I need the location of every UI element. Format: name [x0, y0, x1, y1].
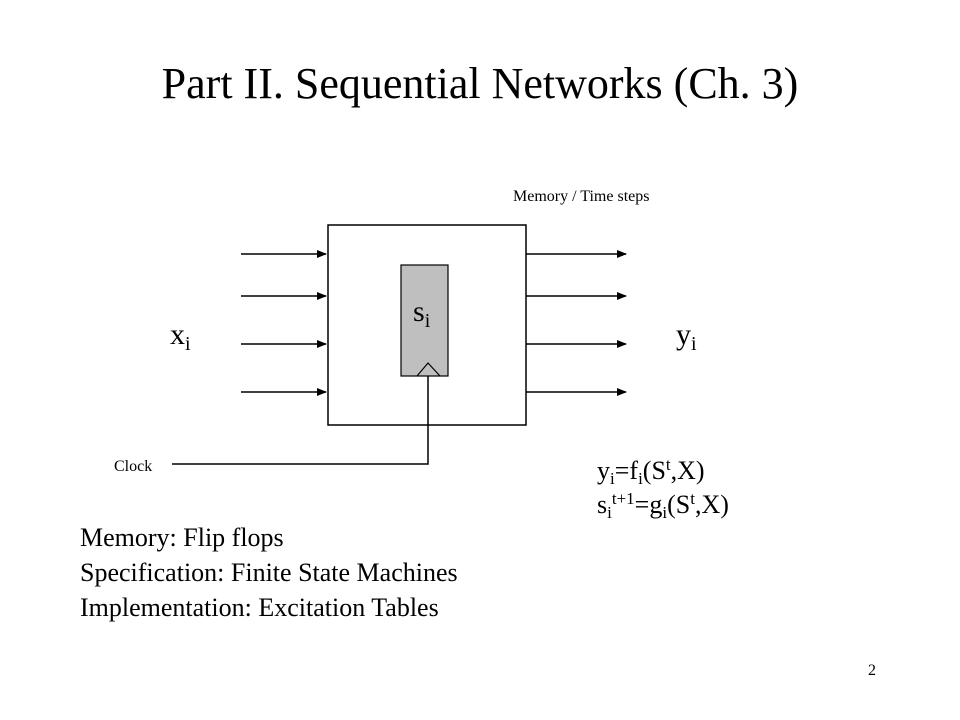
slide-title: Part II. Sequential Networks (Ch. 3) — [161, 59, 799, 108]
next-state-equation: sit+1=gi(St,X) — [597, 489, 729, 522]
clock-line — [172, 376, 429, 465]
state-variable-label: si — [413, 295, 431, 332]
summary-list: Memory: Flip flops Specification: Finite… — [80, 520, 458, 625]
summary-item-memory: Memory: Flip flops — [80, 523, 284, 552]
summary-item-implementation: Implementation: Excitation Tables — [80, 593, 439, 622]
memory-time-steps-label: Memory / Time steps — [513, 188, 650, 205]
page-number: 2 — [868, 662, 876, 679]
summary-item-specification: Specification: Finite State Machines — [80, 558, 458, 587]
input-variable-label: xi — [170, 318, 191, 355]
clock-label: Clock — [114, 458, 153, 475]
output-equation: yi=fi(St,X) — [597, 455, 705, 488]
output-variable-label: yi — [676, 318, 697, 355]
state-register — [400, 264, 449, 377]
clock-triangle — [416, 362, 441, 377]
